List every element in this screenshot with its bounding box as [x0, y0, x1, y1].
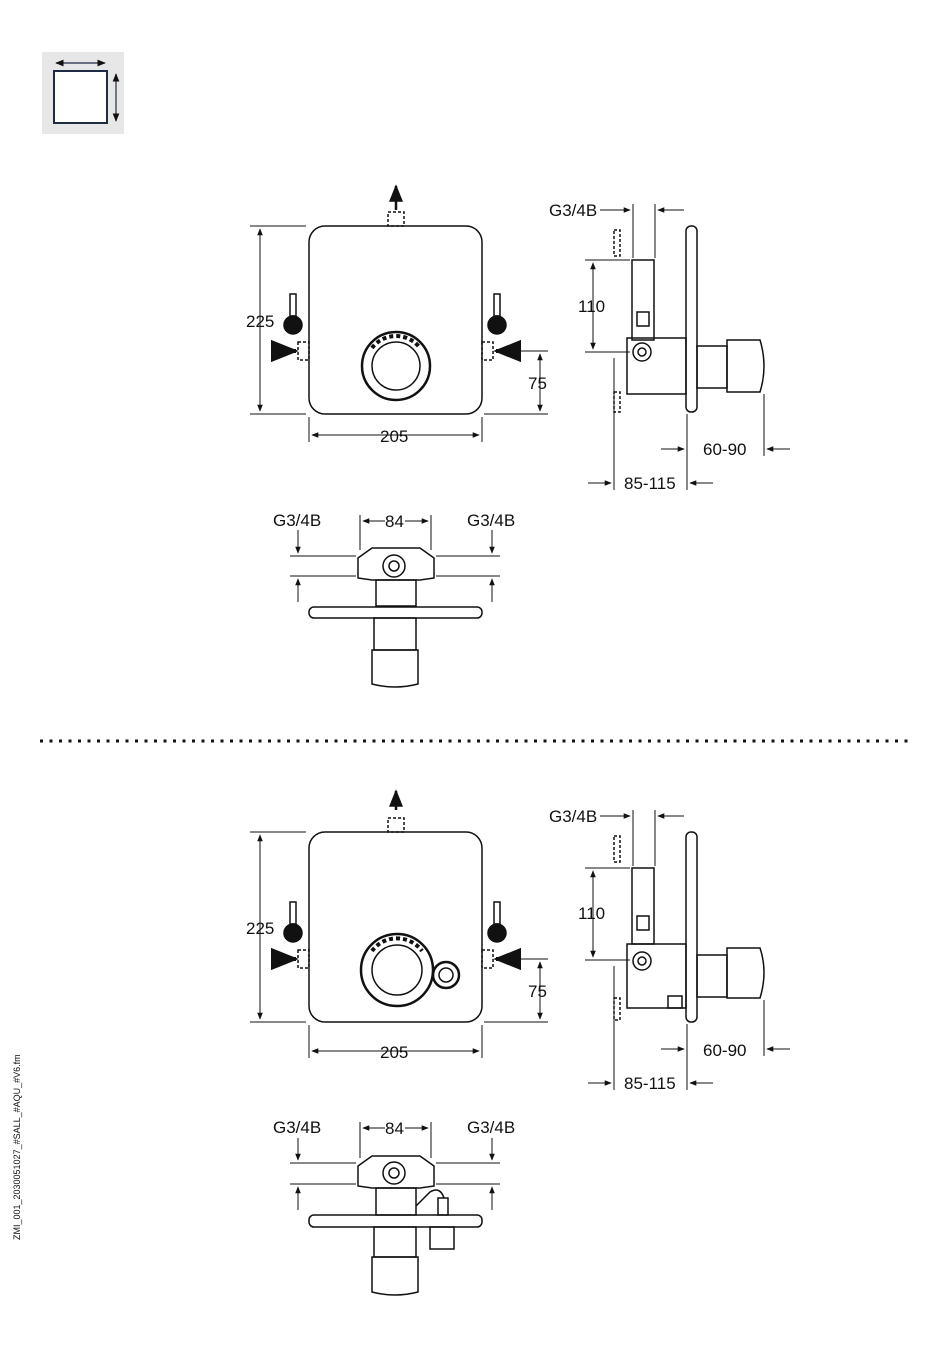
bottom-width-label: 205 — [380, 1043, 408, 1062]
hot-thermometer-icon — [284, 902, 302, 942]
top-side-view — [585, 204, 790, 490]
bottom-offset-label: 75 — [528, 982, 547, 1001]
top-bottom-right-thread-label: G3/4B — [467, 511, 515, 530]
dimensions-icon — [42, 52, 124, 134]
top-plan-view — [290, 515, 500, 687]
bottom-bottom-width-label: 84 — [385, 1119, 404, 1138]
bottom-plan-view — [290, 1122, 500, 1295]
top-side-height-label: 110 — [578, 297, 605, 316]
hot-thermometer-icon — [284, 294, 302, 334]
bottom-bottom-left-thread-label: G3/4B — [273, 1118, 321, 1137]
top-width-label: 205 — [380, 427, 408, 446]
bottom-bottom-right-thread-label: G3/4B — [467, 1118, 515, 1137]
top-bottom-left-thread-label: G3/4B — [273, 511, 321, 530]
bottom-side-height-label: 110 — [578, 904, 605, 923]
bottom-side-thread-label: G3/4B — [549, 807, 597, 826]
bottom-height-label: 225 — [246, 919, 274, 938]
top-front-view — [250, 186, 548, 442]
bottom-side-total-label: 85-115 — [624, 1074, 676, 1093]
top-side-thread-label: G3/4B — [549, 201, 597, 220]
cold-thermometer-icon — [488, 294, 506, 334]
cold-thermometer-icon — [488, 902, 506, 942]
document-code: ZMI_001_2030051027_#SALL_#AQU_#V6.fm — [12, 1090, 22, 1240]
top-side-total-label: 85-115 — [624, 474, 676, 493]
top-height-label: 225 — [246, 312, 274, 331]
bottom-side-depth-label: 60-90 — [703, 1041, 746, 1060]
bottom-front-view — [250, 791, 548, 1058]
top-side-depth-label: 60-90 — [703, 440, 746, 459]
top-bottom-width-label: 84 — [385, 512, 404, 531]
bottom-side-view — [585, 810, 790, 1090]
top-offset-label: 75 — [528, 374, 547, 393]
